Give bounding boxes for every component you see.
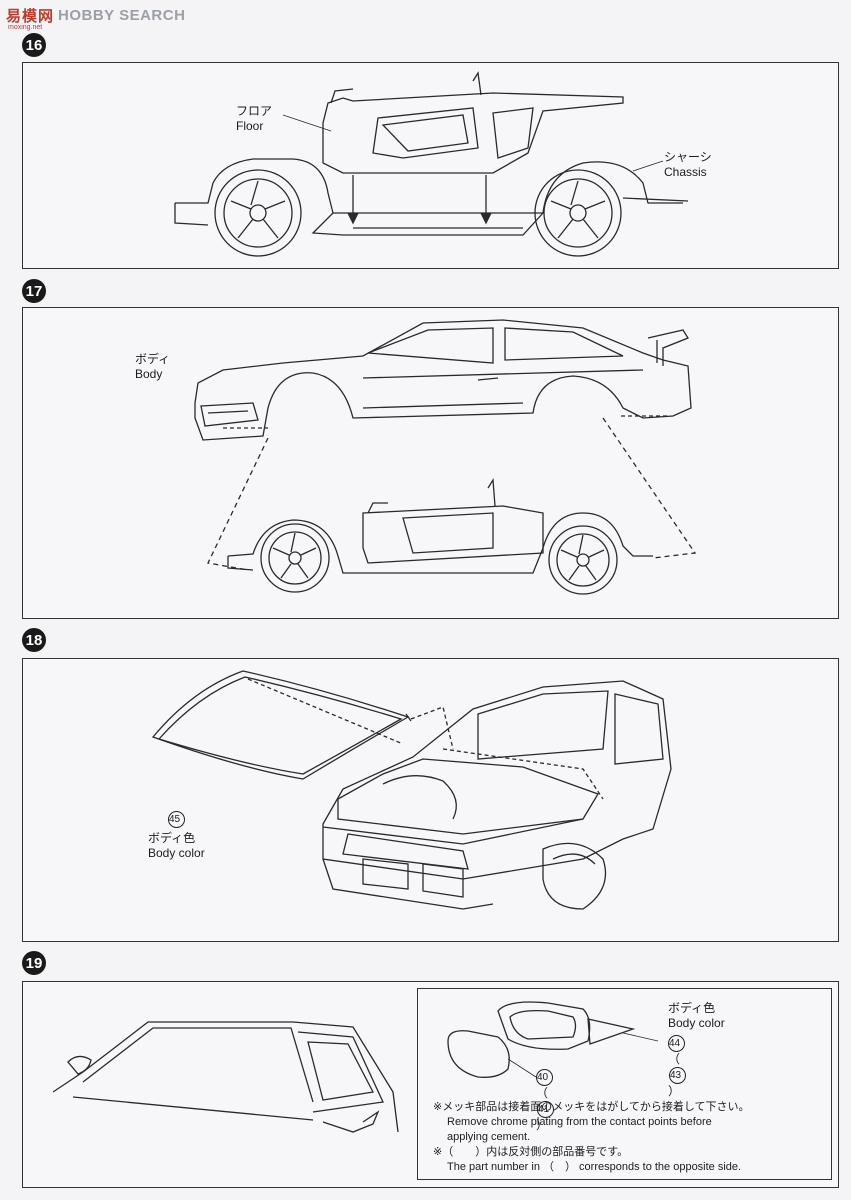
step-18-number: 18 [22, 628, 46, 652]
note-jp-1: ※メッキ部品は接着面のメッキをはがしてから接着して下さい。 [433, 1101, 750, 1113]
mirror-body-color-label: ボディ色 Body color [668, 1001, 725, 1031]
body-label: ボディ Body [135, 352, 170, 382]
body-label-jp: ボディ [135, 352, 171, 366]
note-en-2: The part number in （ ） corresponds to th… [447, 1161, 742, 1173]
watermark: 易模网 HOBBY SEARCH moxing.net [6, 4, 186, 32]
step-17-diagram [194, 319, 697, 595]
chassis-label: シャーシ Chassis [664, 150, 712, 180]
watermark-brand: 易模网 [6, 7, 55, 25]
part-41-badge: 41 [537, 1101, 554, 1118]
hood-label-jp: ボディ色 [148, 831, 196, 845]
step-16-number: 16 [22, 33, 46, 57]
mirror-inset: ボディ色 Body color 44（43） 40（41） [417, 988, 832, 1180]
mirror-diagram [447, 1001, 659, 1078]
hood-label-en: Body color [148, 846, 205, 860]
step-18-panel [22, 658, 839, 942]
note-en-1b: applying cement. [447, 1131, 531, 1143]
watermark-text: HOBBY SEARCH [58, 6, 186, 24]
step-19-panel: ボディ色 Body color 44（43） 40（41） [22, 981, 839, 1188]
body-label-en: Body [135, 367, 163, 381]
hood-part-number: 45 [168, 811, 188, 828]
part-45-badge: 45 [168, 811, 185, 828]
part-40-41: 40（41） [536, 1069, 556, 1133]
part-44-43: 44（43） [668, 1035, 688, 1099]
note-jp-2: ※（ ）内は反対側の部品番号です。 [433, 1146, 629, 1158]
mirror-label-jp: ボディ色 [668, 1001, 716, 1015]
floor-label: フロア Floor [236, 104, 272, 134]
floor-label-jp: フロア [236, 104, 273, 118]
step-17-number: 17 [22, 279, 46, 303]
step-16-diagram [174, 71, 689, 257]
assembly-notes: ※メッキ部品は接着面のメッキをはがしてから接着して下さい。 Remove chr… [433, 1100, 750, 1175]
hood-label: ボディ色 Body color [148, 831, 205, 861]
chassis-label-jp: シャーシ [664, 150, 712, 164]
step-16-panel [22, 62, 839, 269]
step-19-diagram [52, 1021, 399, 1133]
watermark-sub: moxing.net [8, 24, 43, 31]
step-17-panel [22, 307, 839, 619]
floor-label-en: Floor [236, 119, 264, 133]
step-18-diagram [151, 670, 672, 910]
part-40-badge: 40 [536, 1069, 553, 1086]
mirror-label-en: Body color [668, 1016, 725, 1030]
chassis-label-en: Chassis [664, 165, 707, 179]
note-en-1: Remove chrome plating from the contact p… [447, 1116, 712, 1128]
part-43-badge: 43 [669, 1067, 686, 1084]
step-19-number: 19 [22, 951, 46, 975]
part-44-badge: 44 [668, 1035, 685, 1052]
